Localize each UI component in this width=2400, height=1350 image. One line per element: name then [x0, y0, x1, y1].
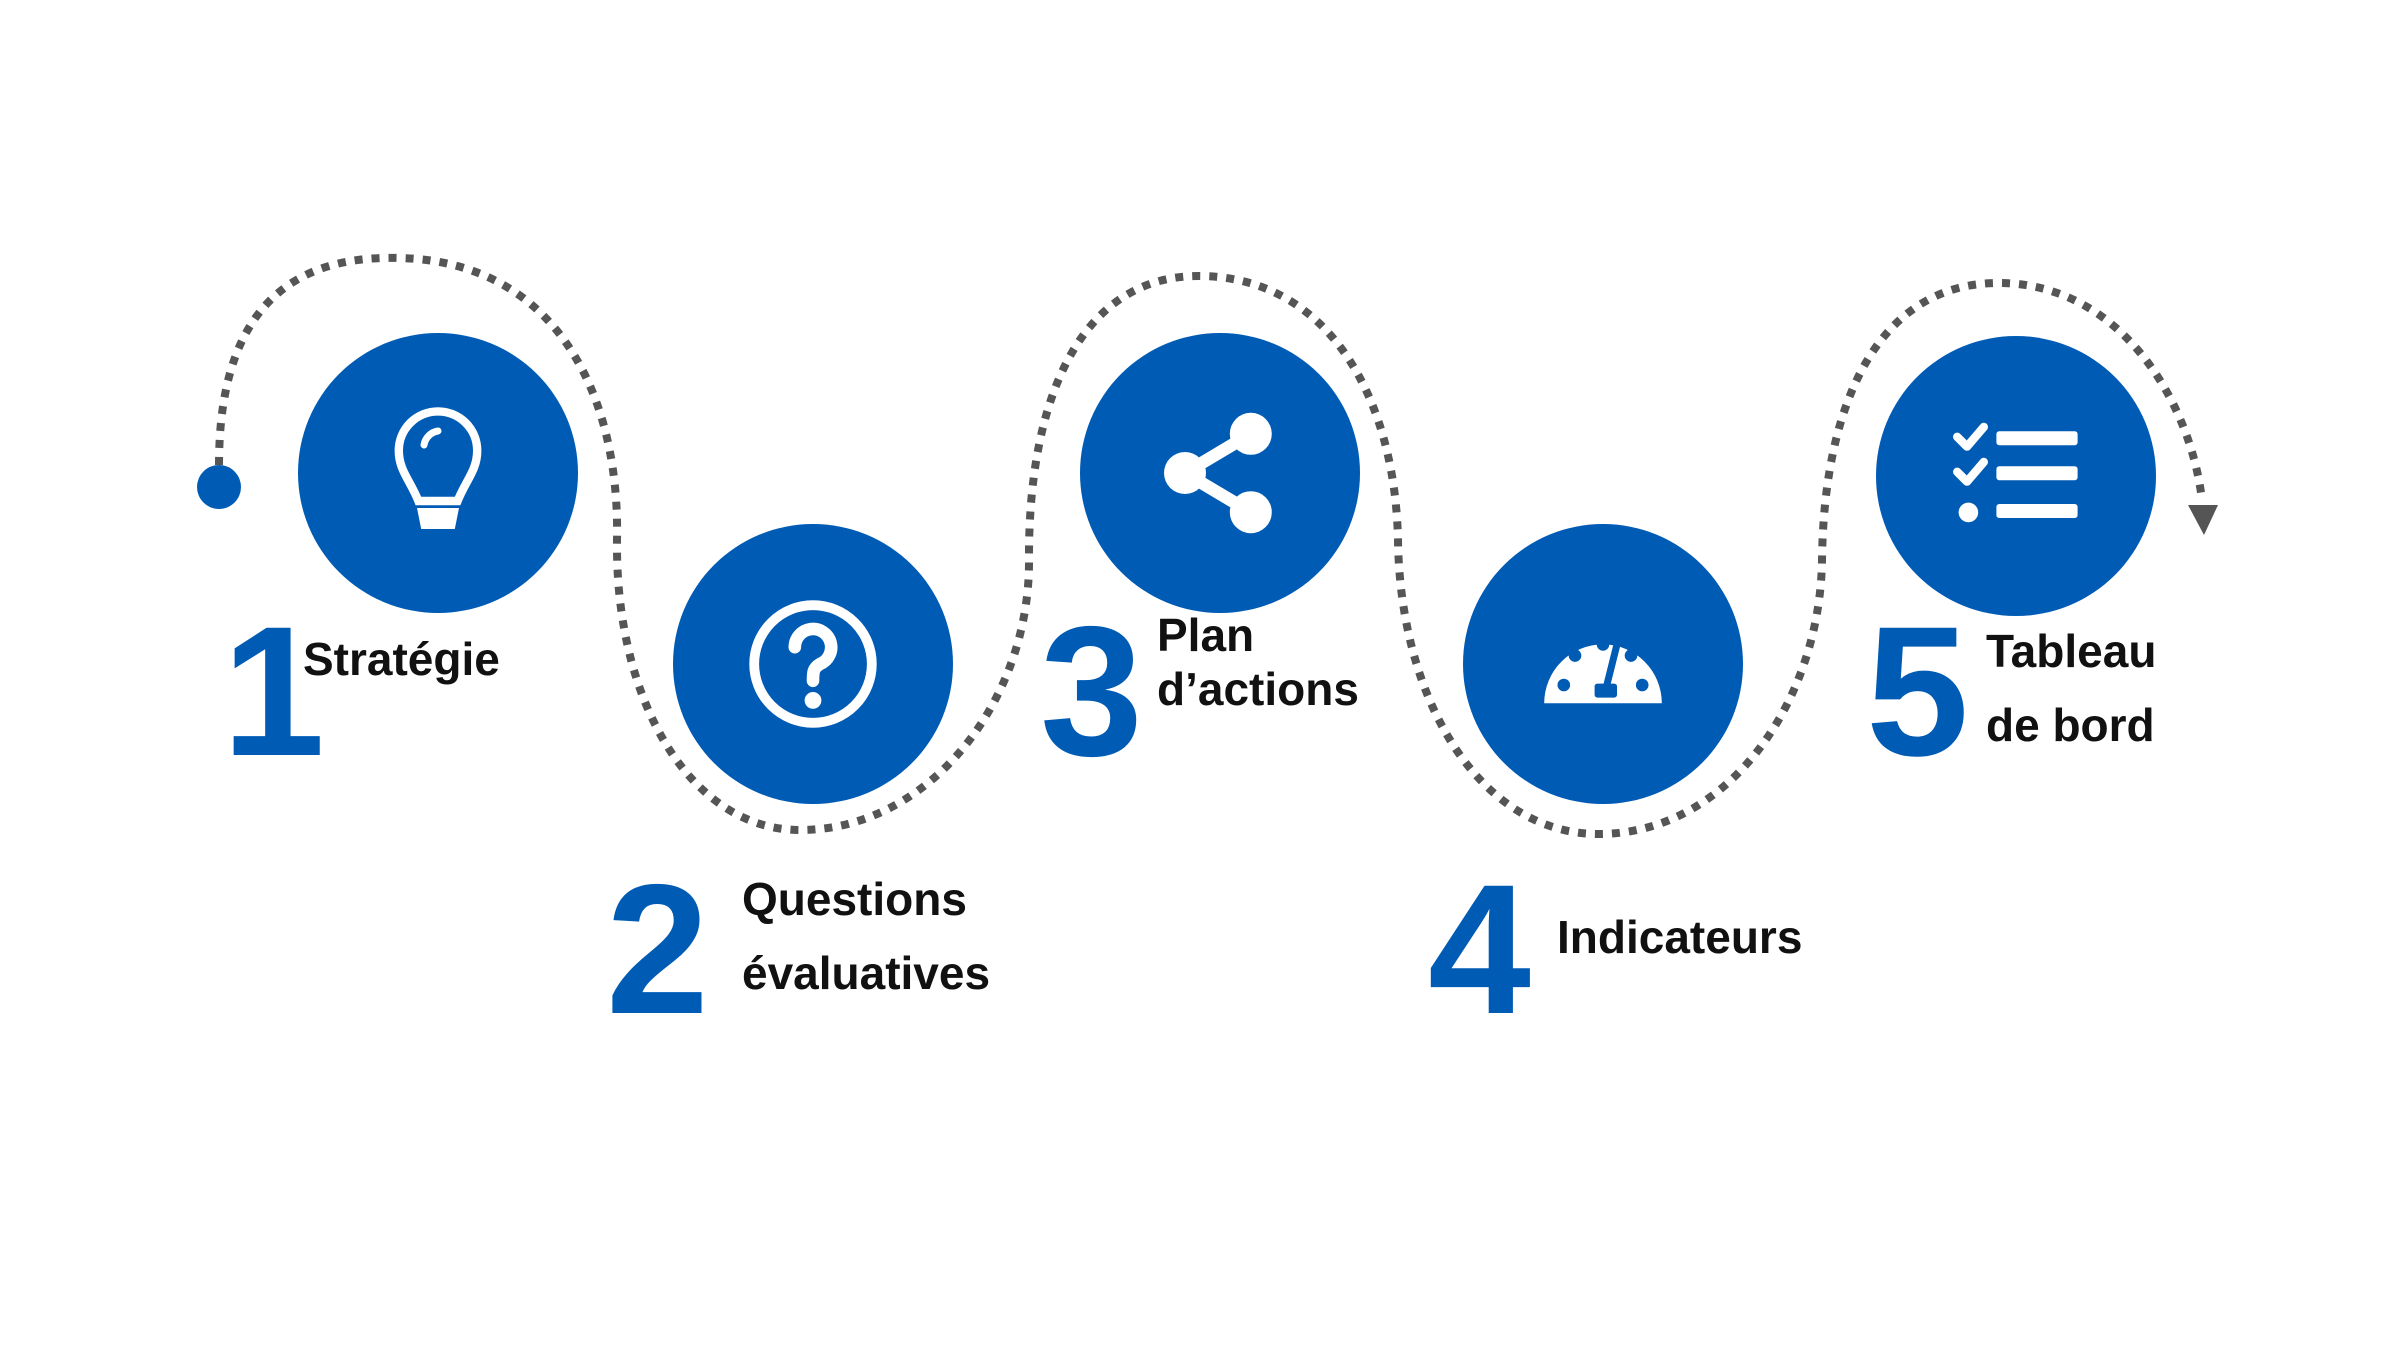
- step-2-label: Questions évaluatives: [742, 862, 990, 1010]
- step-1-label: Stratégie: [303, 622, 500, 696]
- step-3-circle: [1080, 333, 1360, 613]
- step-4-circle: [1463, 524, 1743, 804]
- step-3-number: 3: [1040, 589, 1143, 795]
- question-circle-icon: [749, 600, 877, 728]
- step-5-label: Tableau de bord: [1986, 614, 2156, 762]
- lightbulb-icon: [394, 407, 482, 529]
- step-3-label-line: Plan: [1157, 609, 1255, 661]
- dotted-curve: [215, 253, 2206, 839]
- gauge-icon: [1544, 638, 1662, 704]
- step-2-circle: [673, 524, 953, 804]
- step-4-number: 4: [1428, 847, 1531, 1053]
- step-2-label-line: Questions: [742, 873, 967, 925]
- step-5-number: 5: [1866, 589, 1969, 795]
- step-3-label: Plan d’actions: [1157, 608, 1359, 716]
- share-icon: [1164, 412, 1272, 534]
- step-4-label: Indicateurs: [1557, 900, 1802, 974]
- step-5-label-line: de bord: [1986, 699, 2155, 751]
- step-1-circle: [298, 333, 578, 613]
- step-3-label-line: d’actions: [1157, 663, 1359, 715]
- step-5-circle: [1876, 336, 2156, 616]
- path-start-dot: [197, 465, 241, 509]
- step-1-label-line: Stratégie: [303, 633, 500, 685]
- arrowhead-icon: [2188, 505, 2218, 535]
- checklist-icon: [1953, 422, 2078, 523]
- step-4-label-line: Indicateurs: [1557, 911, 1803, 963]
- step-2-label-line: évaluatives: [742, 947, 991, 999]
- step-2-number: 2: [606, 847, 709, 1053]
- step-5-label-line: Tableau: [1986, 625, 2157, 677]
- step-1-number: 1: [222, 589, 325, 795]
